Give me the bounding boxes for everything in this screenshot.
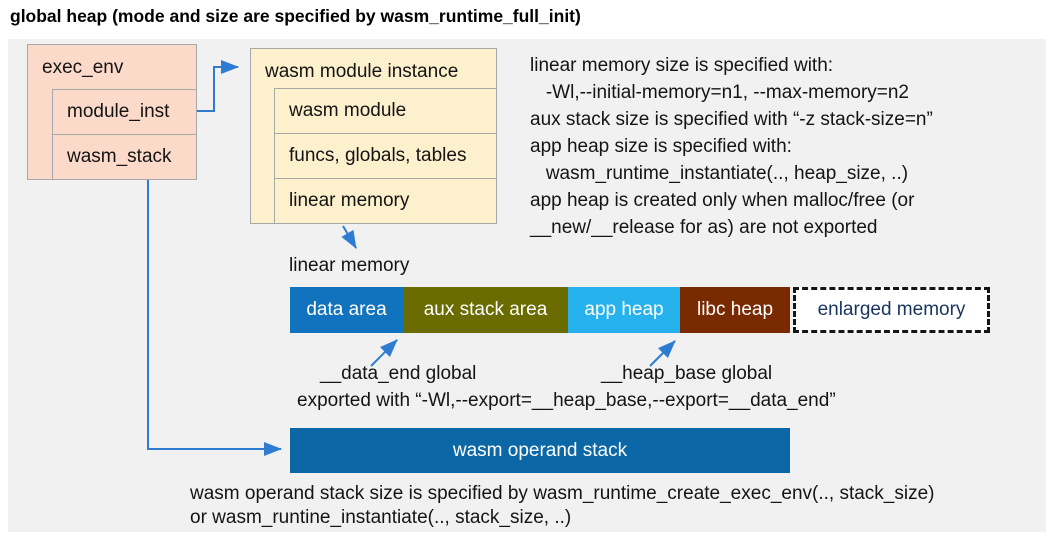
note-line: -Wl,--initial-memory=n1, --max-memory=n2 [530, 82, 909, 103]
wasm-module-instance-label: wasm module instance [265, 61, 459, 82]
note-line: linear memory size is specified with: [530, 55, 834, 76]
wasm-stack-label: wasm_stack [67, 146, 172, 167]
export-line-label: exported with “-Wl,--export=__heap_base,… [297, 390, 836, 411]
note-line: wasm_runtime_instantiate(.., heap_size, … [530, 163, 909, 184]
segment-app-heap: app heap [568, 287, 680, 333]
footer-line-2: or wasm_runtine_instantiate(.., stack_si… [190, 507, 572, 528]
wasm-stack-box: wasm_stack [52, 134, 197, 180]
module-inst-label: module_inst [67, 101, 170, 122]
wasm-module-label: wasm module [289, 100, 407, 121]
diagram-title: global heap (mode and size are specified… [10, 6, 581, 26]
notes-block: linear memory size is specified with: -W… [530, 52, 1040, 241]
linear-memory-box: linear memory [274, 178, 497, 224]
segment-aux-stack-area: aux stack area [403, 287, 568, 333]
wasm-module-box: wasm module [274, 88, 497, 134]
linear-memory-bar: data area aux stack area app heap libc h… [290, 287, 990, 333]
note-line: app heap size is specified with: [530, 136, 792, 157]
linear-memory-inner-label: linear memory [289, 190, 410, 211]
footer-line-1: wasm operand stack size is specified by … [190, 483, 935, 504]
funcs-globals-tables-label: funcs, globals, tables [289, 145, 467, 166]
exec-env-label: exec_env [42, 57, 124, 78]
linear-memory-bar-label: linear memory [289, 255, 410, 276]
note-line: app heap is created only when malloc/fre… [530, 190, 915, 211]
heap-base-label: __heap_base global [601, 363, 773, 384]
data-end-label: __data_end global [320, 363, 477, 384]
note-line: aux stack size is specified with “-z sta… [530, 109, 933, 130]
note-line: __new/__release for as) are not exported [530, 217, 878, 238]
wasm-operand-stack-bar: wasm operand stack [290, 428, 790, 473]
funcs-globals-tables-box: funcs, globals, tables [274, 133, 497, 179]
segment-data-area: data area [290, 287, 403, 333]
segment-enlarged-memory: enlarged memory [793, 287, 990, 333]
segment-libc-heap: libc heap [680, 287, 790, 333]
module-inst-box: module_inst [52, 89, 197, 135]
